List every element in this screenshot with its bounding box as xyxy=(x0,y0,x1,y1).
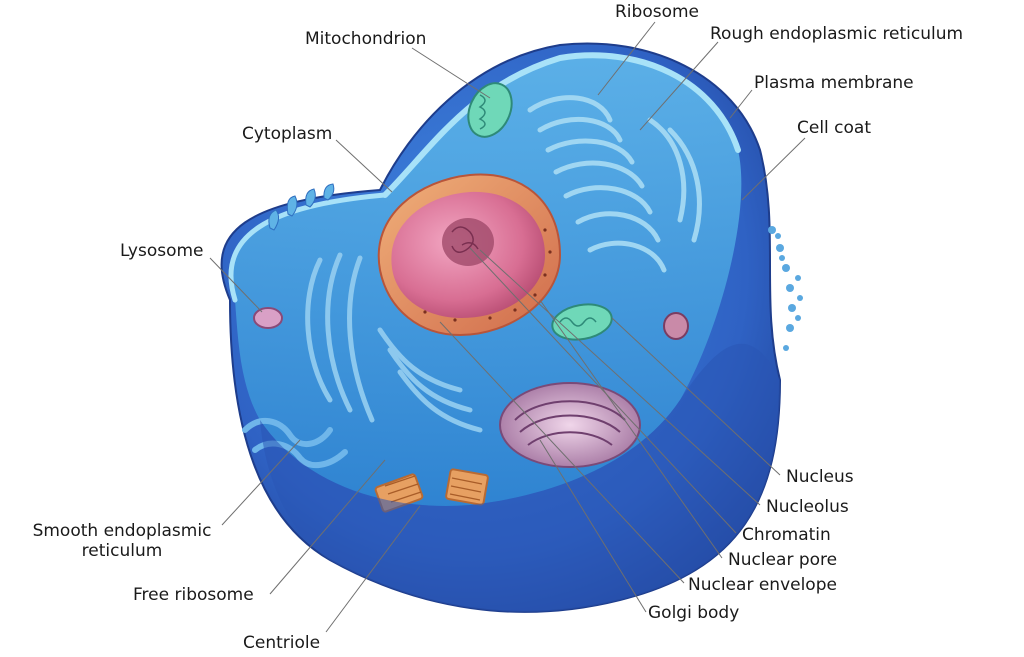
nuclear-pores xyxy=(423,228,552,322)
label-lysosome: Lysosome xyxy=(120,241,204,261)
label-chromatin: Chromatin xyxy=(742,525,831,545)
lysosome xyxy=(253,307,283,329)
label-nuclear-envelope: Nuclear envelope xyxy=(688,575,837,595)
chromatin xyxy=(451,226,479,253)
rough-er-lower xyxy=(305,252,483,433)
label-centriole: Centriole xyxy=(243,633,321,653)
plasma-membrane xyxy=(382,52,741,198)
label-smooth-er-line1: Smooth endoplasmic xyxy=(32,521,212,541)
mitochondrion-2 xyxy=(551,303,613,341)
label-mitochondrion: Mitochondrion xyxy=(305,29,427,49)
label-plasma-membrane: Plasma membrane xyxy=(754,73,914,93)
label-golgi-body: Golgi body xyxy=(648,603,740,623)
rough-er xyxy=(527,95,702,273)
mitochondrion xyxy=(467,82,513,138)
label-smooth-er: Smooth endoplasmic reticulum xyxy=(22,521,222,561)
label-nucleus: Nucleus xyxy=(786,467,854,487)
label-cytoplasm: Cytoplasm xyxy=(242,124,333,144)
leader-lines xyxy=(209,21,806,633)
nucleolus xyxy=(442,218,494,266)
label-nuclear-pore: Nuclear pore xyxy=(728,550,838,570)
label-free-ribosome: Free ribosome xyxy=(133,585,254,605)
cell-lower-shell xyxy=(260,343,780,612)
label-smooth-er-line2: reticulum xyxy=(81,541,163,561)
label-rough-er: Rough endoplasmic reticulum xyxy=(710,24,964,44)
lysosome-2 xyxy=(663,312,689,340)
cell-coat-projections xyxy=(768,226,803,351)
label-nucleolus: Nucleolus xyxy=(766,497,849,517)
microvilli xyxy=(268,183,335,231)
label-ribosome: Ribosome xyxy=(615,2,700,22)
golgi-body xyxy=(499,382,641,468)
label-cell-coat: Cell coat xyxy=(797,118,872,138)
